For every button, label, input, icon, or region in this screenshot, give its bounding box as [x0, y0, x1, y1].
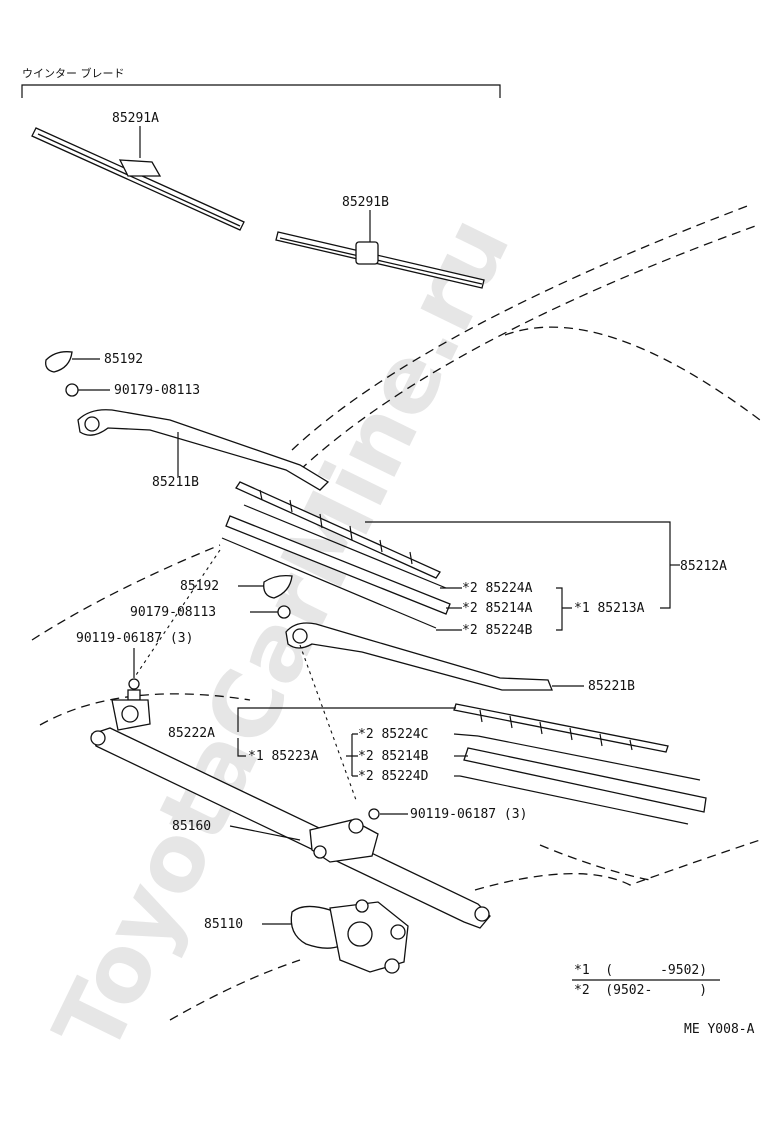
label-85214A: *2 85214A — [462, 601, 533, 616]
wiper-blade-a[interactable] — [221, 481, 451, 629]
winter-blade-b[interactable] — [275, 210, 485, 289]
label-85214B: *2 85214B — [358, 749, 429, 764]
wiper-arm-left[interactable] — [77, 409, 330, 491]
cowl-outline-4 — [169, 959, 301, 1021]
nut-lower-icon[interactable] — [277, 605, 291, 619]
label-85224C: *2 85224C — [358, 727, 428, 742]
legend-line-2: *2 (9502- ) — [574, 983, 707, 998]
pivot-line-left — [133, 549, 221, 679]
legend-line-1: *1 ( -9502) — [574, 963, 707, 978]
label-85223A: *1 85223A — [248, 749, 319, 764]
label-85224D: *2 85224D — [358, 769, 429, 784]
bolt-right-icon[interactable] — [368, 808, 380, 820]
wiper-motor[interactable] — [290, 899, 409, 974]
label-90119-06187-left: 90119-06187 (3) — [76, 631, 193, 646]
cap-upper-icon[interactable] — [45, 351, 73, 373]
windshield-outline-3 — [504, 326, 761, 421]
leader-85222A — [237, 707, 456, 732]
label-85211B: 85211B — [152, 475, 199, 490]
label-85212A: 85212A — [680, 559, 727, 574]
cowl-outline-5 — [539, 844, 651, 881]
label-85291A: 85291A — [112, 111, 159, 126]
label-85192-lower: 85192 — [180, 579, 219, 594]
cowl-outline-1 — [31, 544, 221, 641]
wiper-arm-right[interactable] — [285, 622, 553, 691]
label-90179-08113-upper: 90179-08113 — [114, 383, 200, 398]
winter-blade-a[interactable] — [31, 126, 245, 231]
label-85192-upper: 85192 — [104, 352, 143, 367]
wiper-link-assy[interactable] — [90, 699, 491, 929]
drawing-code: ME Y008-A — [684, 1022, 755, 1037]
label-85224A: *2 85224A — [462, 581, 533, 596]
cap-lower-icon[interactable] — [263, 574, 293, 599]
label-90179-08113-lower: 90179-08113 — [130, 605, 216, 620]
cowl-outline-3 — [474, 839, 761, 891]
label-85291B: 85291B — [342, 195, 389, 210]
group-bracket — [21, 84, 501, 98]
windshield-outline-1 — [291, 204, 751, 451]
wiper-blade-b[interactable] — [453, 703, 707, 825]
label-85110: 85110 — [204, 917, 243, 932]
label-90119-06187-right: 90119-06187 (3) — [410, 807, 527, 822]
label-85221B: 85221B — [588, 679, 635, 694]
label-85213A: *1 85213A — [574, 601, 645, 616]
leader-85212A — [365, 521, 671, 565]
group-label: ウインター ブレード — [22, 66, 125, 80]
label-85224B: *2 85224B — [462, 623, 533, 638]
nut-upper-icon[interactable] — [65, 383, 79, 397]
label-85160: 85160 — [172, 819, 211, 834]
bolt-left-icon[interactable] — [127, 678, 141, 701]
label-85222A: 85222A — [168, 726, 215, 741]
